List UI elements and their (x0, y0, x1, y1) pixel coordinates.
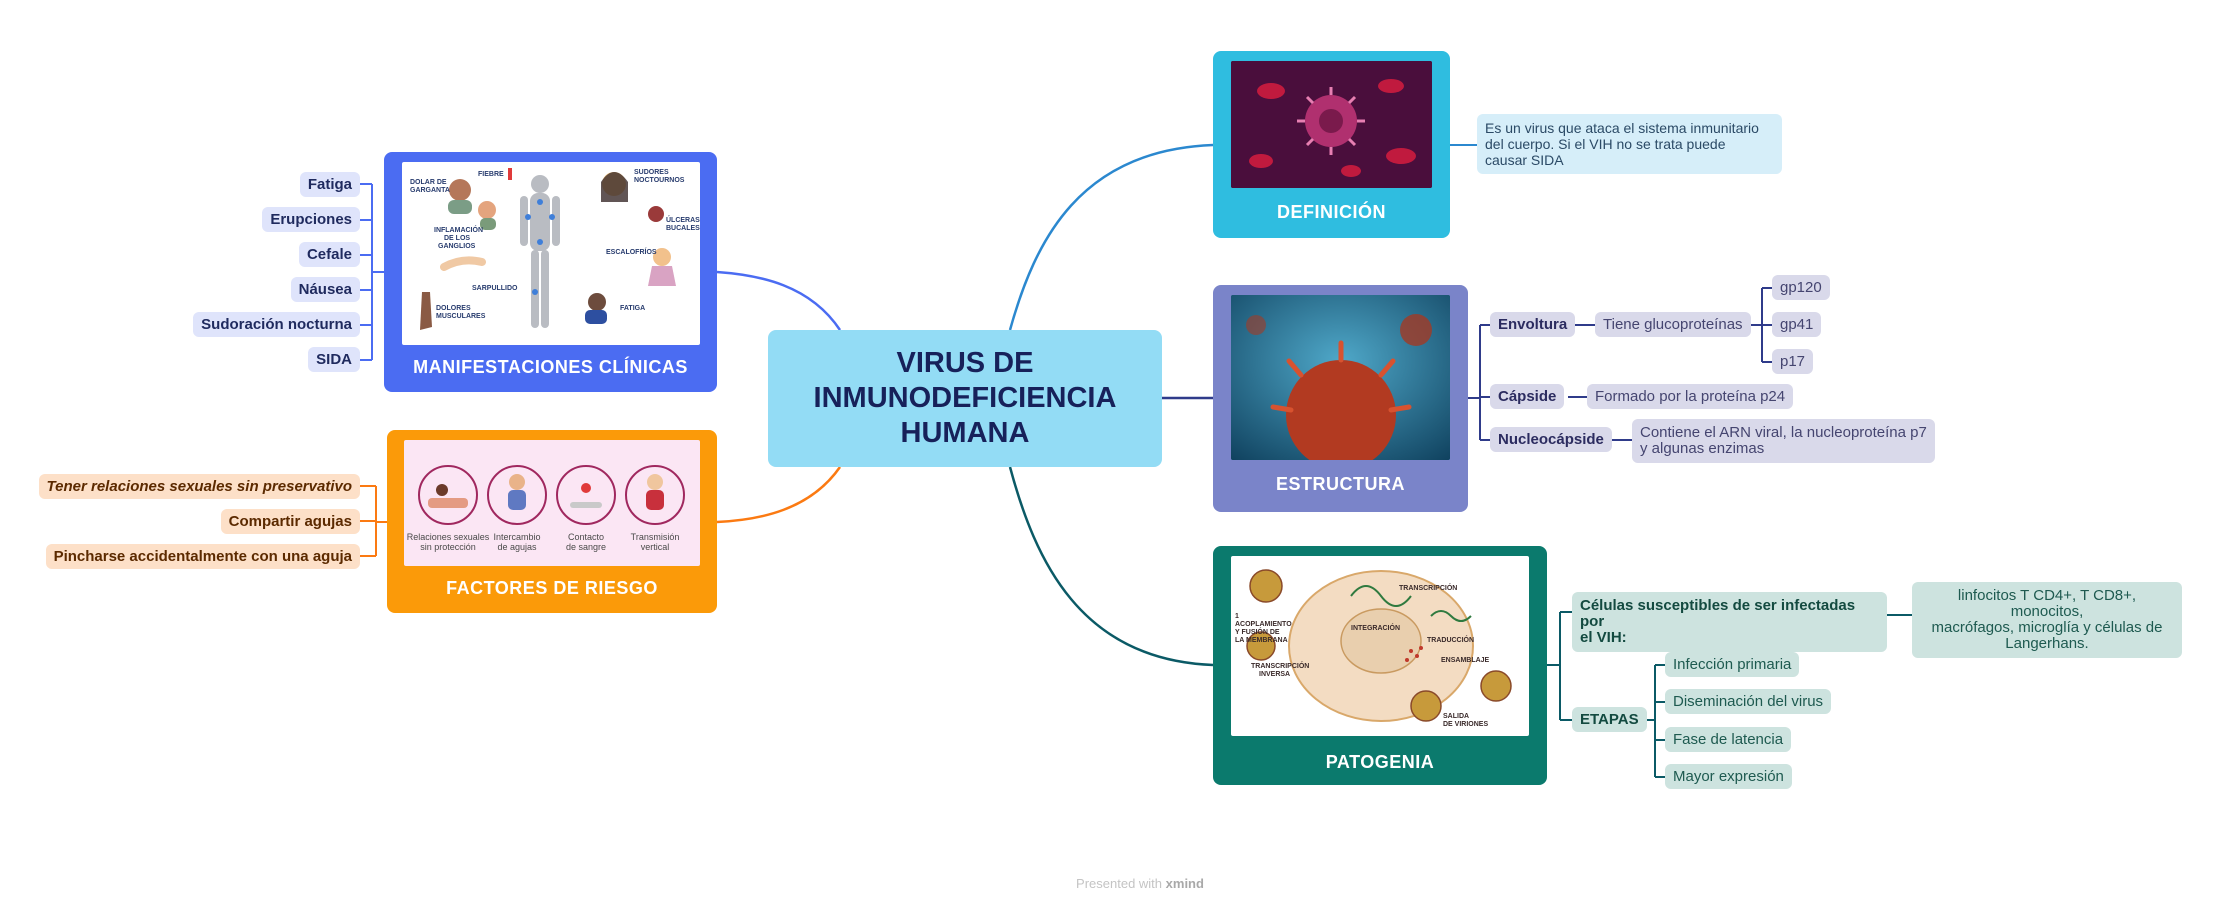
svg-text:ACOPLAMIENTO: ACOPLAMIENTO (1235, 621, 1292, 628)
svg-text:TRADUCCIÓN: TRADUCCIÓN (1427, 635, 1474, 644)
svg-text:TRANSCRIPCIÓN: TRANSCRIPCIÓN (1399, 583, 1457, 592)
svg-text:de sangre: de sangre (566, 542, 606, 552)
estructura-card[interactable]: ESTRUCTURA (1213, 285, 1468, 512)
estructura-image (1231, 295, 1450, 460)
riesgo-title: FACTORES DE RIESGO (446, 578, 658, 598)
leaf-relaciones[interactable]: Tener relaciones sexuales sin preservati… (38, 474, 360, 499)
svg-text:Transmisión: Transmisión (631, 532, 680, 542)
leaf-nausea[interactable]: Náusea (290, 277, 360, 302)
capside-node[interactable]: Cápside (1490, 384, 1565, 409)
celulas-child[interactable]: linfocitos T CD4+, T CD8+, monocitos, ma… (1912, 582, 2182, 658)
envoltura-node[interactable]: Envoltura (1490, 312, 1576, 337)
nucleocapside-node[interactable]: Nucleocápside (1490, 427, 1612, 452)
svg-text:DOLORES: DOLORES (436, 305, 471, 312)
svg-text:FIEBRE: FIEBRE (478, 171, 504, 178)
svg-text:sin protección: sin protección (420, 542, 476, 552)
svg-text:vertical: vertical (641, 542, 670, 552)
svg-text:GARGANTA: GARGANTA (410, 187, 450, 194)
svg-text:ESCALOFRÍOS: ESCALOFRÍOS (606, 247, 657, 256)
definicion-card[interactable]: DEFINICIÓN (1213, 51, 1450, 238)
leaf-sida[interactable]: SIDA (308, 347, 360, 372)
celulas-node[interactable]: Células susceptibles de ser infectadas p… (1572, 592, 1887, 652)
svg-text:SARPULLIDO: SARPULLIDO (472, 285, 518, 292)
svg-text:INFLAMACIÓN: INFLAMACIÓN (434, 225, 483, 234)
estructura-title: ESTRUCTURA (1276, 474, 1405, 494)
svg-text:FATIGA: FATIGA (620, 305, 645, 312)
leaf-sudoracion[interactable]: Sudoración nocturna (193, 312, 360, 337)
footer-brand: xmind (1165, 876, 1204, 891)
svg-text:BUCALES: BUCALES (666, 225, 700, 232)
central-topic[interactable]: VIRUS DE INMUNODEFICIENCIA HUMANA (768, 330, 1162, 467)
svg-text:DE VIRIONES: DE VIRIONES (1443, 721, 1488, 728)
definicion-text[interactable]: Es un virus que ataca el sistema inmunit… (1477, 114, 1782, 174)
capside-child[interactable]: Formado por la proteína p24 (1587, 384, 1794, 409)
manifestaciones-title: MANIFESTACIONES CLÍNICAS (413, 357, 688, 377)
footer-prefix: Presented with (1076, 876, 1163, 891)
svg-text:Intercambio: Intercambio (493, 532, 540, 542)
definicion-image (1231, 61, 1432, 188)
footer-credit[interactable]: Presented with xmind (1040, 876, 1240, 891)
svg-text:Relaciones sexuales: Relaciones sexuales (407, 532, 490, 542)
svg-text:TRANSCRIPCIÓN: TRANSCRIPCIÓN (1251, 661, 1309, 670)
leaf-pincharse[interactable]: Pincharse accidentalmente con una aguja (45, 544, 360, 569)
svg-text:1: 1 (1235, 613, 1239, 620)
svg-text:Contacto: Contacto (568, 532, 604, 542)
svg-text:Y FUSIÓN DE: Y FUSIÓN DE (1235, 627, 1280, 636)
svg-text:LA MEMBRANA: LA MEMBRANA (1235, 637, 1288, 644)
patogenia-title: PATOGENIA (1325, 752, 1435, 772)
svg-text:INTEGRACIÓN: INTEGRACIÓN (1351, 623, 1400, 632)
leaf-erupciones[interactable]: Erupciones (262, 207, 360, 232)
definicion-title: DEFINICIÓN (1276, 202, 1386, 222)
svg-text:SUDORES: SUDORES (634, 169, 669, 176)
etapa-expresion[interactable]: Mayor expresión (1665, 764, 1792, 789)
svg-text:INVERSA: INVERSA (1259, 671, 1290, 678)
etapa-latencia[interactable]: Fase de latencia (1665, 727, 1792, 752)
leaf-fatiga[interactable]: Fatiga (299, 172, 360, 197)
svg-text:ENSAMBLAJE: ENSAMBLAJE (1441, 657, 1490, 664)
svg-text:ÚLCERAS: ÚLCERAS (666, 215, 700, 224)
leaf-cefale[interactable]: Cefale (298, 242, 360, 267)
etapas-node[interactable]: ETAPAS (1572, 707, 1647, 732)
gp120-node[interactable]: gp120 (1772, 275, 1830, 300)
nucleocapside-child[interactable]: Contiene el ARN viral, la nucleoproteína… (1632, 419, 1935, 463)
leaf-agujas[interactable]: Compartir agujas (220, 509, 360, 534)
svg-text:DOLAR DE: DOLAR DE (410, 179, 447, 186)
svg-text:MUSCULARES: MUSCULARES (436, 313, 486, 320)
svg-text:NOCTOURNOS: NOCTOURNOS (634, 177, 685, 184)
svg-text:SALIDA: SALIDA (1443, 713, 1469, 720)
gp41-node[interactable]: gp41 (1772, 312, 1822, 337)
svg-text:de agujas: de agujas (497, 542, 537, 552)
etapa-infeccion[interactable]: Infección primaria (1665, 652, 1800, 677)
p17-node[interactable]: p17 (1772, 349, 1814, 374)
etapa-diseminacion[interactable]: Diseminación del virus (1665, 689, 1832, 714)
svg-text:DE LOS: DE LOS (444, 235, 470, 242)
glucoproteinas-node[interactable]: Tiene glucoproteínas (1595, 312, 1751, 337)
svg-text:GANGLIOS: GANGLIOS (438, 243, 476, 250)
